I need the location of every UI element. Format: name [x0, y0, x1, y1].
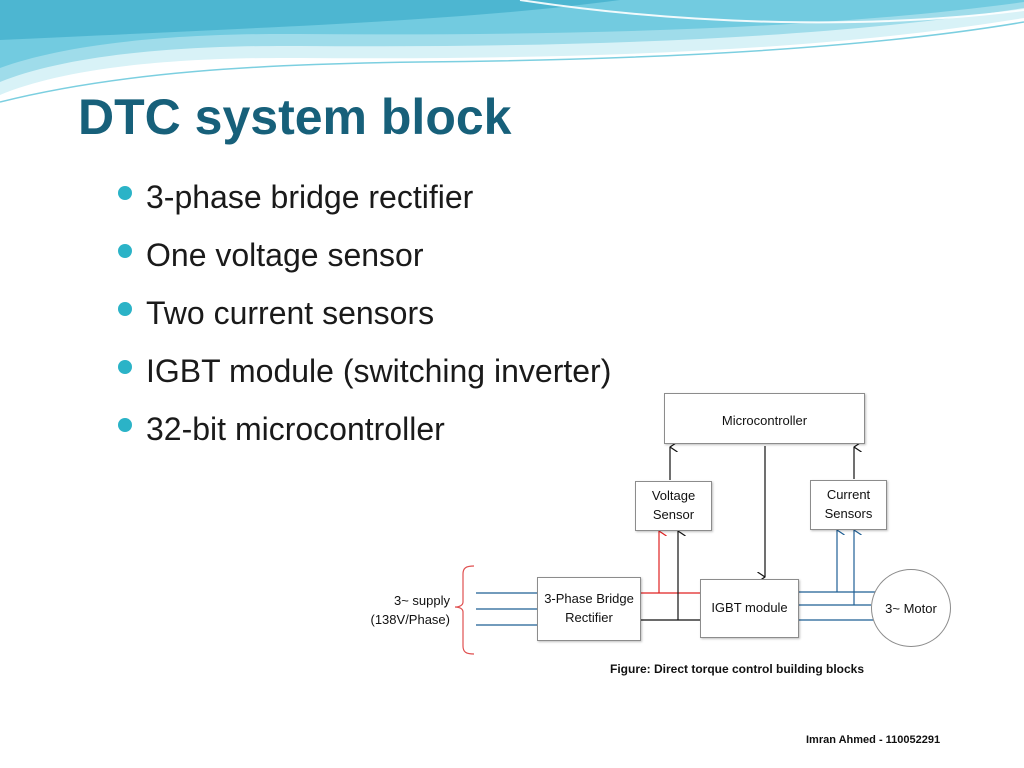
bullet-icon [118, 186, 132, 200]
bullet-icon [118, 302, 132, 316]
bullet-text: IGBT module (switching inverter) [146, 352, 612, 389]
bullet-item: Two current sensors [118, 284, 611, 342]
bullet-icon [118, 360, 132, 374]
voltage-sensor-block: Voltage Sensor [635, 481, 712, 531]
bullet-item: 3-phase bridge rectifier [118, 168, 611, 226]
rectifier-block: 3-Phase Bridge Rectifier [537, 577, 641, 641]
current-sensors-label-line2: Sensors [824, 506, 873, 521]
igbt-module-block: IGBT module [700, 579, 799, 638]
bullet-item: 32-bit microcontroller [118, 400, 611, 458]
rectifier-label-line1: 3-Phase Bridge [544, 591, 634, 607]
bullet-item: IGBT module (switching inverter) [118, 342, 611, 400]
supply-label: 3~ supply (138V/Phase) [352, 592, 451, 630]
bullet-text: 3-phase bridge rectifier [146, 178, 474, 215]
voltage-sensor-label-line1: Voltage [651, 488, 696, 504]
bullet-list: 3-phase bridge rectifier One voltage sen… [118, 168, 611, 458]
bullet-icon [118, 418, 132, 432]
supply-label-line1: 3~ supply [393, 593, 450, 608]
current-sensors-block: Current Sensors [810, 480, 887, 530]
rectifier-label-line2: Rectifier [565, 610, 613, 625]
current-sensors-label-line1: Current [826, 487, 871, 503]
figure-caption: Figure: Direct torque control building b… [610, 662, 865, 676]
bullet-text: 32-bit microcontroller [146, 410, 445, 447]
slide-title: DTC system block [78, 89, 512, 145]
igbt-module-label: IGBT module [711, 600, 788, 616]
bullet-icon [118, 244, 132, 258]
supply-label-line2: (138V/Phase) [370, 611, 451, 627]
supply-brace [454, 565, 475, 655]
header-wave-decoration [0, 0, 1024, 103]
bullet-text: One voltage sensor [146, 236, 424, 273]
motor-block: 3~ Motor [871, 569, 951, 647]
motor-label: 3~ Motor [885, 600, 937, 616]
bullet-text: Two current sensors [146, 294, 435, 331]
voltage-sensor-label-line2: Sensor [652, 507, 695, 522]
footer-author: Imran Ahmed - 110052291 [806, 734, 941, 746]
bullet-item: One voltage sensor [118, 226, 611, 284]
microcontroller-label: Microcontroller [721, 413, 808, 428]
microcontroller-block: Microcontroller [664, 393, 865, 444]
